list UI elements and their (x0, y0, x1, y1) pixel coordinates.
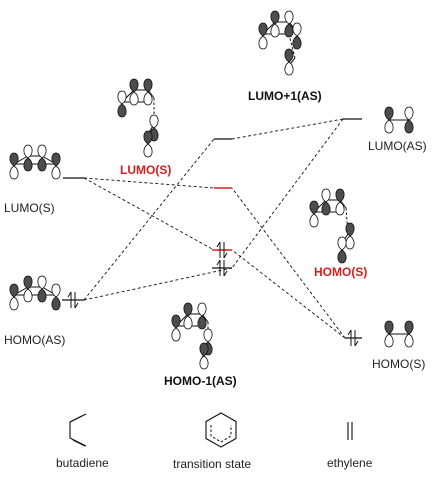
electron-pairs (67, 241, 359, 347)
corr-et-homo-to-lumo (231, 187, 346, 339)
ts-lumo-plus-1-label: LUMO+1(AS) (248, 89, 322, 103)
butadiene-homo-orbital-icon (9, 275, 61, 311)
corr-et-lumo-to-lumo1 (231, 118, 344, 140)
ethylene-structure-label: ethylene (327, 456, 373, 470)
structure-labels: butadiene transition state ethylene (56, 456, 373, 471)
butadiene-lumo-label: LUMO(S) (4, 201, 55, 215)
ts-lumo-label: LUMO(S) (120, 163, 171, 177)
ts-lumo-plus-1-orbital-icon (258, 10, 302, 76)
corr-et-lumo-to-homo (231, 118, 344, 269)
corr-bd-lumo-to-lumo (83, 177, 215, 189)
orbital-labels: LUMO(S) HOMO(AS) LUMO+1(AS) LUMO(S) HOMO… (4, 89, 427, 388)
electron-pair-icon (216, 259, 228, 277)
ts-homo-orbital-icon (309, 188, 355, 264)
correlation-lines (83, 118, 346, 339)
ethylene-lumo-orbital-icon (384, 106, 414, 134)
ts-lumo-orbital-icon (117, 78, 159, 158)
corr-et-homo-to-homo-1 (231, 249, 346, 339)
ethylene-lumo-label: LUMO(AS) (368, 139, 427, 153)
corr-bd-homo-to-lumo1 (83, 138, 215, 301)
butadiene-homo-label: HOMO(AS) (4, 333, 65, 347)
butadiene-lumo-orbital-icon (9, 144, 61, 180)
ts-homo-minus-1-orbital-icon (171, 302, 213, 370)
electron-pair-icon (67, 291, 79, 309)
transition-state-structure-label: transition state (173, 457, 251, 471)
electron-pair-icon (347, 329, 359, 347)
ethylene-homo-label: HOMO(S) (372, 357, 425, 371)
corr-bd-lumo-to-homo-1 (83, 177, 215, 251)
ts-homo-minus-1-label: HOMO-1(AS) (164, 374, 237, 388)
electron-pair-icon (216, 241, 228, 259)
energy-levels (62, 118, 362, 339)
ethylene-homo-orbital-icon (384, 320, 414, 348)
ethylene-structure-icon (347, 422, 353, 440)
transition-state-structure-icon (205, 412, 237, 448)
butadiene-structure-icon (69, 413, 87, 447)
butadiene-structure-label: butadiene (56, 456, 109, 470)
ts-homo-label: HOMO(S) (314, 265, 367, 279)
